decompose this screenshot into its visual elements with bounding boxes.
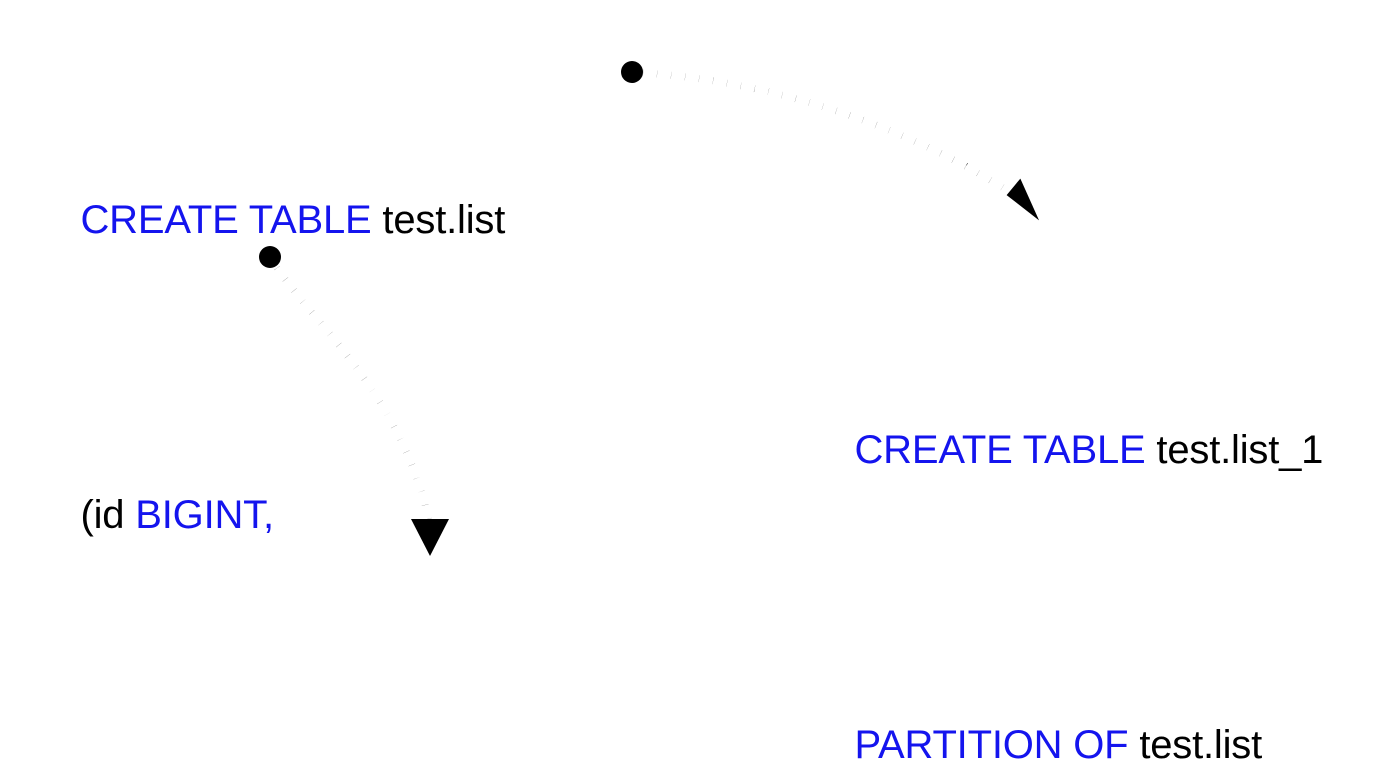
- statement-line: CREATE TABLE test.list: [15, 132, 514, 309]
- sql-literal: test.list_1: [1145, 428, 1324, 472]
- sql-keyword: CREATE TABLE: [854, 428, 1146, 472]
- statement-line: CREATE TABLE test.list_1: [789, 362, 1355, 539]
- parent-table-statement: CREATE TABLE test.list (id BIGINT, name …: [15, 14, 514, 759]
- connector-1-dotted-path: [642, 69, 1023, 202]
- connector-root-to-partition-1: [621, 61, 1040, 221]
- sql-literal: test.list: [1128, 723, 1262, 759]
- statement-line: (id BIGINT,: [15, 427, 514, 604]
- sql-keyword: PARTITION OF: [854, 723, 1129, 759]
- sql-literal: (id: [80, 493, 136, 537]
- partition-2-statement: CREATE TABLE test.list_2 PARTITION OF te…: [189, 574, 777, 759]
- connector-1-arrowhead: [1006, 178, 1040, 221]
- sql-keyword: BIGINT,: [135, 493, 274, 537]
- statement-line: CREATE TABLE test.list_2: [189, 692, 777, 759]
- connector-1-source-dot: [621, 61, 643, 83]
- statement-line: PARTITION OF test.list: [789, 657, 1355, 759]
- sql-keyword: CREATE TABLE: [80, 198, 372, 242]
- partition-1-statement: CREATE TABLE test.list_1 PARTITION OF te…: [789, 244, 1355, 759]
- sql-literal: test.list: [371, 198, 506, 242]
